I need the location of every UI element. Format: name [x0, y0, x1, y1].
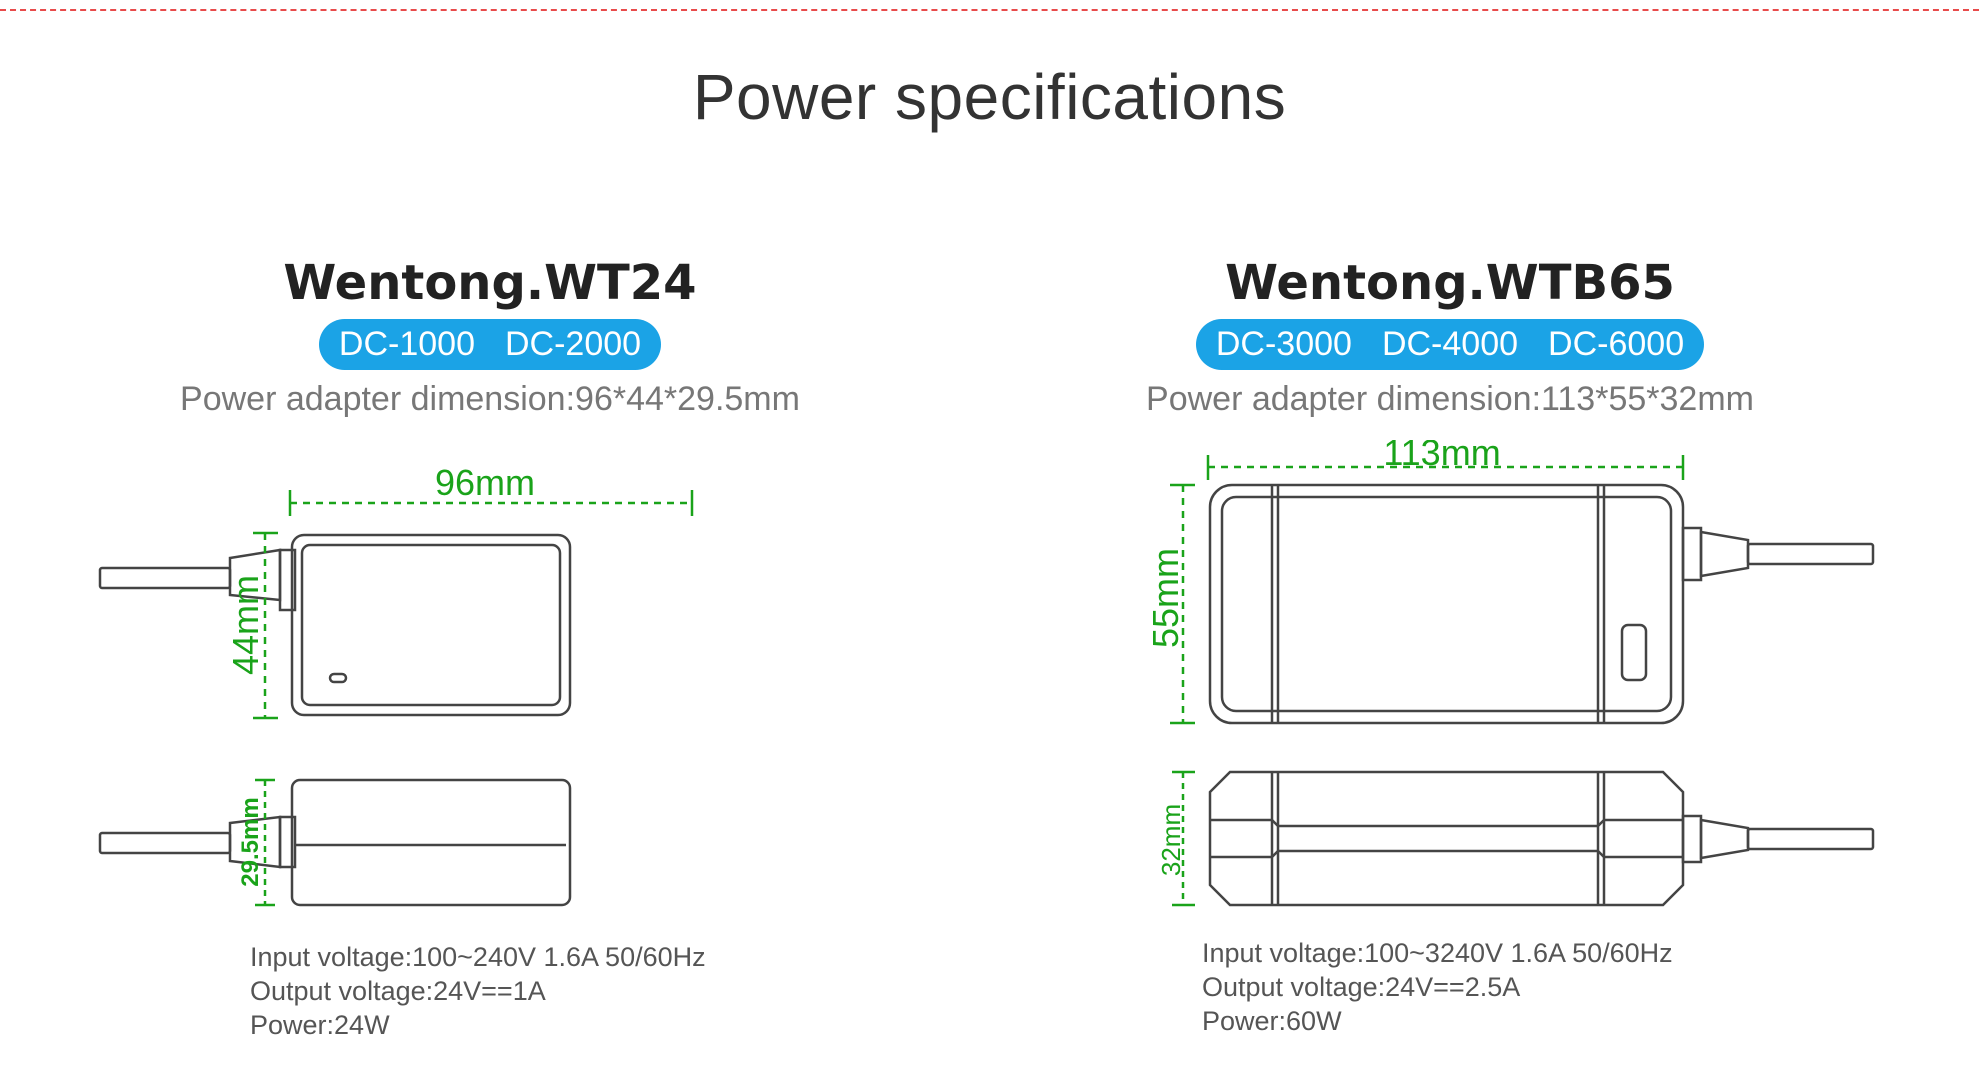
specs-wtb65: Input voltage:100~3240V 1.6A 50/60Hz Out…: [1202, 936, 1673, 1038]
model-label: DC-4000: [1381, 325, 1519, 363]
product-card-wt24: Wentong.WT24 DC-1000 DC-2000 Power adapt…: [170, 255, 810, 419]
power-rating: Power:24W: [250, 1010, 390, 1040]
top-divider: [0, 9, 1979, 11]
length-label: 113mm: [1383, 440, 1500, 473]
page-title: Power specifications: [692, 61, 1287, 133]
model-label: DC-3000: [1215, 325, 1352, 363]
model-label: DC-2000: [505, 325, 642, 363]
model-label: DC-6000: [1548, 325, 1685, 363]
product-name: Wentong.WTB65: [1225, 255, 1675, 311]
width-label: 55mm: [1150, 548, 1186, 648]
model-label: DC-1000: [338, 325, 475, 363]
width-label: 44mm: [225, 575, 266, 675]
output-voltage: Output voltage:24V==1A: [250, 976, 546, 1006]
dimension-text: Power adapter dimension:113*55*32mm: [1146, 380, 1754, 418]
specs-wt24: Input voltage:100~240V 1.6A 50/60Hz Outp…: [250, 940, 706, 1042]
input-voltage: Input voltage:100~3240V 1.6A 50/60Hz: [1202, 938, 1673, 968]
power-rating: Power:60W: [1202, 1006, 1342, 1036]
wt24-side-view-drawing: 29.5mm: [98, 778, 572, 907]
output-voltage: Output voltage:24V==2.5A: [1202, 972, 1521, 1002]
height-label: 29.5mm: [237, 797, 264, 886]
wt24-top-view-drawing: 96mm 44mm: [98, 462, 694, 720]
wtb65-side-view-drawing: 32mm: [1156, 770, 1875, 907]
product-card-wtb65: Wentong.WTB65 DC-3000 DC-4000 DC-6000 Po…: [1130, 255, 1770, 419]
model-badge: DC-3000 DC-4000 DC-6000: [1195, 319, 1705, 370]
wtb65-top-view-drawing: 113mm 55mm: [1150, 440, 1875, 725]
dimension-text: Power adapter dimension:96*44*29.5mm: [180, 380, 800, 418]
product-name: Wentong.WT24: [283, 255, 697, 311]
input-voltage: Input voltage:100~240V 1.6A 50/60Hz: [250, 942, 706, 972]
model-badge: DC-1000 DC-2000: [318, 319, 662, 370]
height-label: 32mm: [1156, 804, 1186, 876]
length-label: 96mm: [435, 462, 535, 503]
